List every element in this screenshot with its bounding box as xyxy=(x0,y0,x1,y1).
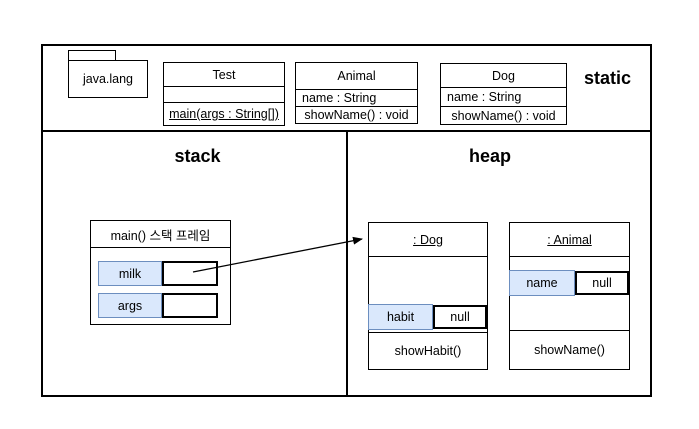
variable-cell-milk: milk xyxy=(98,261,162,286)
class-methods: showName() : void xyxy=(441,106,566,124)
heap-region-label: heap xyxy=(468,146,511,166)
class-title: Dog xyxy=(492,68,515,83)
variable-value-milk xyxy=(162,261,218,286)
class-attributes: name : String xyxy=(441,87,566,106)
class-title: Animal xyxy=(337,69,376,83)
heap-object-method: showHabit() xyxy=(369,332,487,369)
class-attributes: name : String xyxy=(296,89,417,106)
heap-object-fields-area xyxy=(369,256,487,332)
heap-object-fields-area xyxy=(510,256,629,330)
heap-object-method: showName() xyxy=(510,330,629,369)
heap-object-title: : Dog xyxy=(413,232,443,247)
class-methods: showName() : void xyxy=(296,106,417,123)
heap-object-title: : Animal xyxy=(547,232,592,247)
stack-region-label: stack xyxy=(174,146,221,166)
variable-value-args xyxy=(162,293,218,318)
heap-object-animal: : Animal showName() xyxy=(509,222,630,370)
stack-frame-title: main() 스택 프레임 xyxy=(91,221,230,248)
class-methods: main(args : String[]) xyxy=(164,102,284,125)
heap-object-dog: : Dog showHabit() xyxy=(368,222,488,370)
stack-heap-divider xyxy=(346,132,348,397)
static-region-divider xyxy=(41,130,652,132)
field-cell-habit: habit xyxy=(368,304,433,330)
class-attributes xyxy=(164,86,284,102)
field-cell-name: name xyxy=(509,270,575,296)
class-box-dog: Dog name : String showName() : void xyxy=(440,63,567,125)
class-box-test: Test main(args : String[]) xyxy=(163,62,285,126)
field-value-name: null xyxy=(575,271,629,295)
static-region-label: static xyxy=(583,68,632,88)
field-value-habit: null xyxy=(433,305,487,329)
variable-cell-args: args xyxy=(98,293,162,318)
package-folder: java.lang xyxy=(68,60,148,98)
class-box-animal: Animal name : String showName() : void xyxy=(295,62,418,124)
class-title: Test xyxy=(212,67,236,82)
package-name: java.lang xyxy=(82,72,134,86)
